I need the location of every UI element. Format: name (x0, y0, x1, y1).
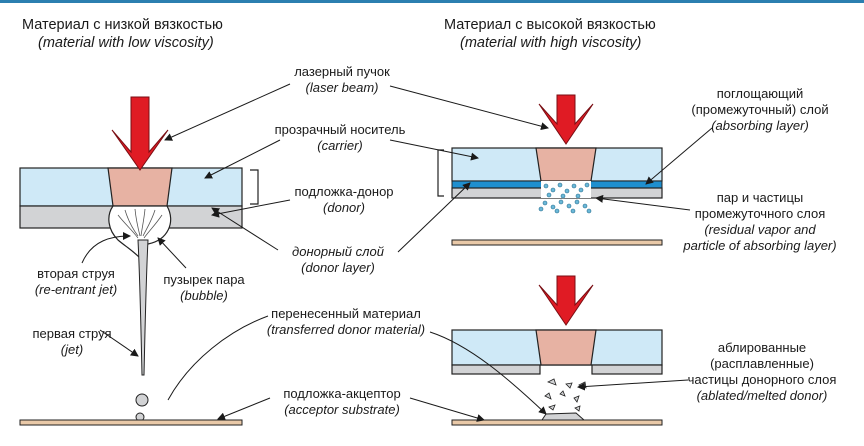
vapor-label-en-1: (residual vapor and (704, 222, 816, 237)
heading-high-en: (material with high viscosity) (460, 35, 642, 51)
top-accent-line (0, 0, 864, 3)
vapor-particles (538, 182, 592, 214)
label-second-jet: вторая струя (re-entrant jet) (35, 266, 117, 298)
absorbing-label-en: absorbing layer) (715, 118, 809, 133)
right-bottom-donor-right (591, 364, 663, 375)
heading-high-viscosity: Материал с высокой вязкостью (material w… (444, 16, 656, 52)
heading-high-ru: Материал с высокой вязкостью (444, 17, 656, 33)
transferred-label-en: (transferred donor material) (266, 322, 426, 337)
laser-label-ru: лазерный пучок (294, 64, 390, 79)
donor-layer-label-en: (donor layer) (301, 260, 375, 275)
right-top-melt (535, 147, 597, 182)
first-jet-label-ru: первая струя (32, 326, 112, 341)
ablated-fragments (544, 378, 587, 412)
first-jet-label-en: (jet) (60, 342, 84, 357)
left-melt-trapezoid (107, 167, 173, 207)
label-first-jet: первая струя (jet) (32, 326, 111, 358)
transferred-label-ru: перенесенный материал (271, 306, 421, 321)
donor-label-ru: подложка-донор (294, 184, 394, 199)
first-jet (137, 239, 149, 376)
jet-droplet-1 (135, 393, 149, 407)
vapor-label-en-2: particle of absorbing layer) (683, 238, 837, 253)
left-acceptor-substrate (19, 419, 243, 426)
right-bottom-acceptor (451, 419, 663, 426)
label-ablated-donor: аблированные (расплавленные) частицы дон… (688, 340, 837, 404)
acceptor-label-en: (acceptor substrate) (284, 402, 400, 417)
high-viscosity-scheme-top (437, 94, 663, 246)
bubble-label-en: (bubble) (180, 288, 228, 303)
heading-low-ru: Материал с низкой вязкостью (22, 17, 223, 33)
label-residual-vapor: пар и частицы промежуточного слоя (resid… (683, 190, 836, 254)
second-jet-label-en: (re-entrant jet) (34, 282, 118, 297)
carrier-label-ru: прозрачный носитель (274, 122, 406, 137)
right-bracket (437, 149, 444, 197)
donor-layer-label-ru: донорный слой (292, 244, 384, 259)
ablated-label-ru-1: аблированные (717, 340, 807, 355)
absorbing-label-ru-2: (промежуточный) слой (691, 102, 829, 117)
vapor-label-ru-1: пар и частицы (716, 190, 804, 205)
left-laser-arrow (111, 96, 169, 171)
label-laser-beam: лазерный пучок (laser beam) (294, 64, 390, 96)
absorbing-label-ru-1: поглощающий (716, 86, 804, 101)
acceptor-label-ru: подложка-акцептор (283, 386, 401, 401)
label-carrier: прозрачный носитель (carrier) (275, 122, 406, 154)
right-top-acceptor (451, 239, 663, 246)
leader-lines (81, 83, 713, 422)
carrier-label-en: (carrier) (317, 138, 363, 153)
right-bottom-melt (535, 329, 597, 366)
label-transferred-material: перенесенный материал (transferred donor… (267, 306, 425, 338)
right-top-laser-arrow (538, 94, 594, 145)
absorbing-label-en-wrap: (absorbing layer) (711, 118, 809, 133)
ablated-label-en: (ablated/melted donor) (696, 388, 828, 403)
low-viscosity-scheme (19, 96, 259, 426)
high-viscosity-scheme-bottom (451, 275, 663, 426)
bubble-label-ru: пузырек пара (163, 272, 245, 287)
label-bubble: пузырек пара (bubble) (163, 272, 244, 304)
heading-low-viscosity: Материал с низкой вязкостью (material wi… (22, 16, 223, 52)
donor-label-en: (donor) (323, 200, 365, 215)
heading-low-en: (material with low viscosity) (38, 35, 214, 51)
right-bottom-laser-arrow (538, 275, 594, 326)
transferred-deposit (541, 412, 586, 421)
ablated-label-ru-3: частицы донорного слоя (687, 372, 837, 387)
vapor-label-ru-2: промежуточного слоя (694, 206, 826, 221)
laser-label-en: (laser beam) (305, 80, 379, 95)
bubble-streaks (117, 208, 163, 239)
ablated-label-ru-2: (расплавленные) (710, 356, 814, 371)
label-absorbing-layer: поглощающий (промежуточный) слой (absorb… (691, 86, 828, 134)
label-donor-layer: донорный слой (donor layer) (292, 244, 384, 276)
label-acceptor-substrate: подложка-акцептор (acceptor substrate) (283, 386, 400, 418)
label-donor: подложка-донор (donor) (294, 184, 393, 216)
carrier-donor-bracket (250, 169, 259, 205)
second-jet-label-ru: вторая струя (37, 266, 115, 281)
